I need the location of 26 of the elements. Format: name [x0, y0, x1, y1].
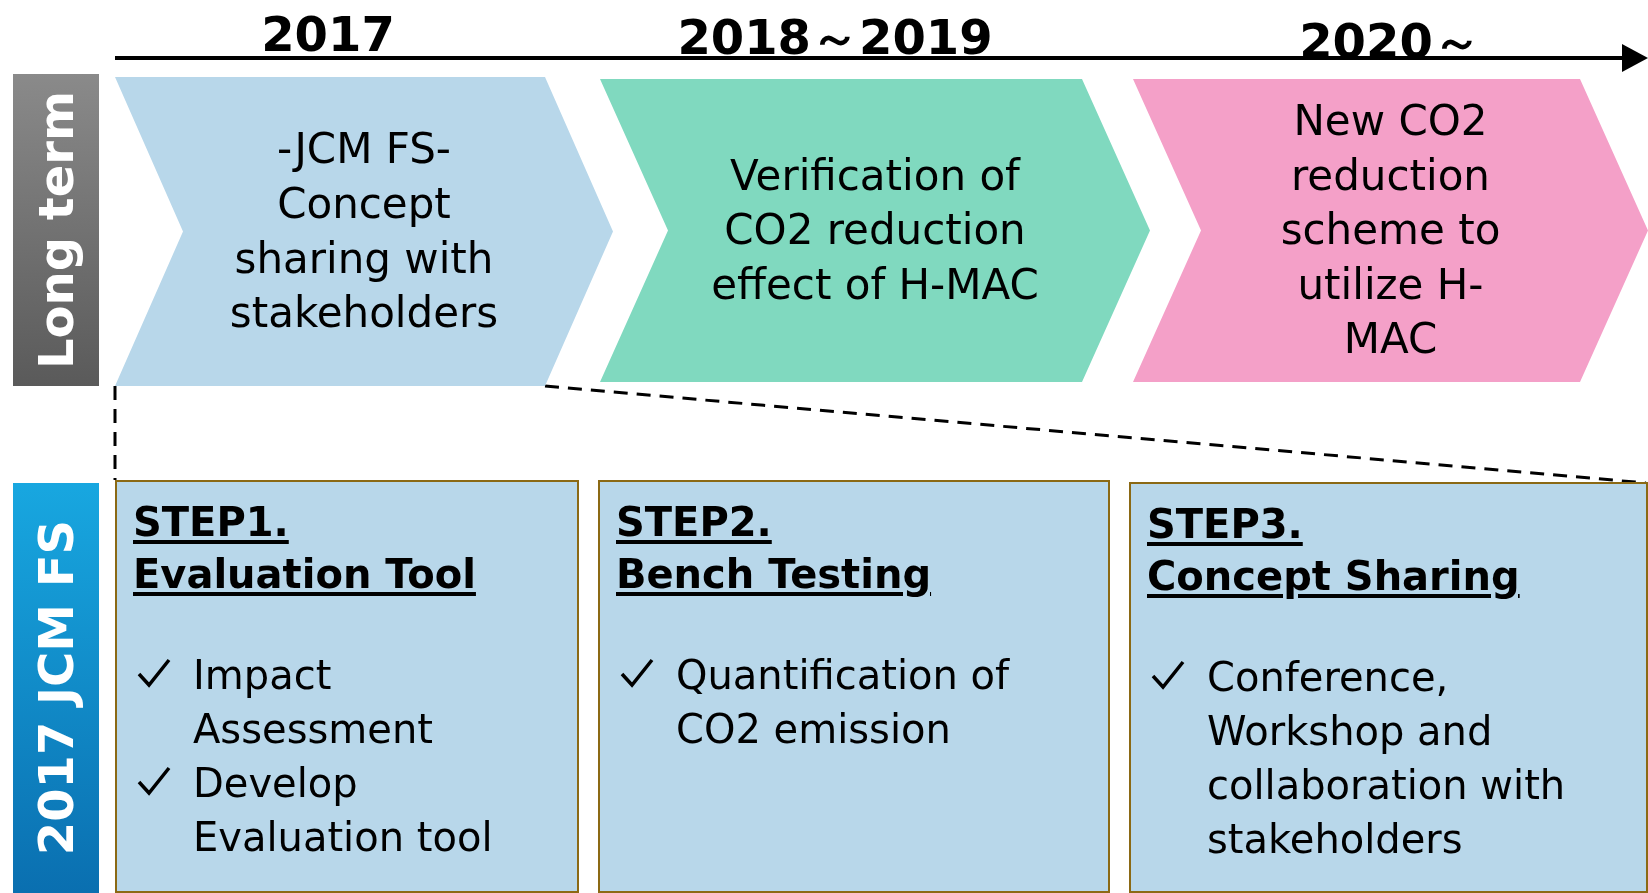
chevron-text: Verification of CO2 reduction effect of H-MAC: [710, 149, 1040, 311]
year-label: 2017: [261, 6, 395, 62]
step-box: [115, 480, 579, 893]
chevron-shape: [1133, 79, 1648, 382]
step-heading: STEP1.: [133, 498, 289, 547]
step-heading: Bench Testing: [616, 550, 932, 599]
step-box: [598, 480, 1110, 893]
bullet-text: Impact Assessment: [193, 651, 434, 754]
bullet-text: Quantification of CO2 emission: [676, 651, 1011, 754]
bullet-text: Conference, Workshop and collaboration with stakeholders: [1207, 653, 1567, 864]
chevron-text: -JCM FS-: [277, 123, 451, 176]
step-heading: Concept Sharing: [1147, 552, 1520, 601]
side-label-band: [13, 74, 99, 386]
side-label-band: [13, 483, 99, 893]
chevron-text: New CO2 reduction scheme to utilize H-MAC: [1279, 95, 1502, 366]
chevron-shape: [600, 79, 1150, 382]
step-heading: STEP3.: [1147, 500, 1303, 549]
chevron-shape: [115, 77, 613, 386]
step-heading: STEP2.: [616, 498, 772, 547]
bullet-text: Develop Evaluation tool: [193, 759, 493, 862]
step-heading: Evaluation Tool: [133, 550, 476, 599]
step-box: [1129, 482, 1648, 893]
dashed-connector: [544, 384, 1647, 485]
chevron-text: Concept sharing with stakeholders: [228, 177, 500, 340]
dashed-connector: [113, 386, 117, 480]
year-label: 2018～2019: [677, 8, 993, 67]
